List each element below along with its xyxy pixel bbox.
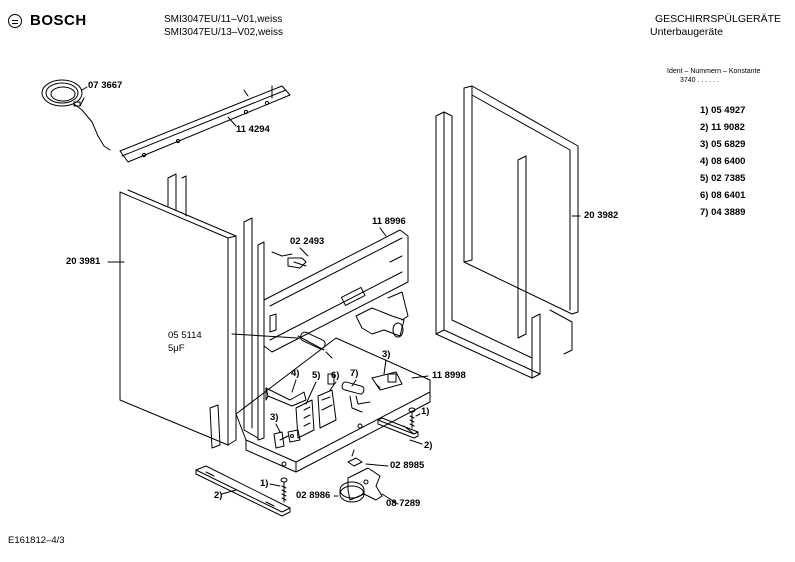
base-tray xyxy=(235,337,431,473)
leader-c1-right xyxy=(415,413,421,417)
leader-screw xyxy=(299,247,309,257)
callout-1-right: 1) xyxy=(421,406,430,417)
bosch-logo-icon xyxy=(8,14,22,28)
sensor-7 xyxy=(341,381,371,413)
leader-c7 xyxy=(351,379,357,387)
leader-c1-left xyxy=(269,483,281,487)
legend-item-7: 7) 04 3889 xyxy=(700,207,746,218)
right-side-panel xyxy=(463,85,579,355)
leader-foot-bracket xyxy=(381,493,399,505)
ident-caption: Ident – Nummern – Konstante xyxy=(667,68,761,75)
legend-item-2: 2) 11 9082 xyxy=(700,122,745,133)
callout-2-right: 2) xyxy=(424,440,433,451)
model-line-2: SMI3047EU/13–V02,weiss xyxy=(164,27,283,38)
label-rear-panel: 11 8996 xyxy=(372,216,406,227)
right-inner-frame xyxy=(435,111,541,379)
callout-3-left: 3) xyxy=(270,412,279,423)
left-side-panel xyxy=(119,173,237,449)
screw-assembly xyxy=(271,251,307,269)
callout-7: 7) xyxy=(350,368,359,379)
ident-constant: 3740 . . . . . . xyxy=(680,77,719,84)
leader-rear-panel xyxy=(379,227,387,237)
legend-item-6: 6) 08 6401 xyxy=(700,190,746,201)
label-capacitor-value: 5μF xyxy=(168,343,185,354)
screw-1-left xyxy=(280,477,288,503)
terminal-block xyxy=(295,373,337,439)
top-strip xyxy=(119,85,291,163)
label-capacitor: 05 5114 xyxy=(168,330,202,341)
leader-c3-right xyxy=(383,359,387,375)
foot-part xyxy=(347,449,363,467)
label-left-panel: 20 3981 xyxy=(66,256,101,267)
leader-c5 xyxy=(305,381,317,405)
brand-name: BOSCH xyxy=(30,12,87,29)
legend-item-5: 5) 02 7385 xyxy=(700,173,746,184)
legend-item-4: 4) 08 6400 xyxy=(700,156,746,167)
callout-4: 4) xyxy=(291,368,300,379)
label-right-panel: 20 3982 xyxy=(584,210,619,221)
label-foot-disc: 02 8986 xyxy=(296,490,331,501)
category-title: GESCHIRRSPÜLGERÄTE xyxy=(654,13,781,25)
legend-item-1: 1) 05 4927 xyxy=(700,105,746,116)
callout-2-left: 2) xyxy=(214,490,223,501)
screw-1-right xyxy=(408,407,416,429)
foot-rail-left xyxy=(195,465,291,517)
brand-block: BOSCH xyxy=(8,12,118,32)
callout-5: 5) xyxy=(312,370,321,381)
leader-cable xyxy=(81,86,88,91)
foot-bracket xyxy=(347,467,383,501)
label-cable: 07 3667 xyxy=(88,80,123,91)
leader-capacitor xyxy=(231,333,299,339)
callout-1-left: 1) xyxy=(260,478,269,489)
label-foot-bracket: 08 7289 xyxy=(386,498,421,509)
drain-funnel xyxy=(355,291,409,338)
model-line-1: SMI3047EU/11–V01,weiss xyxy=(164,14,283,25)
capacitor xyxy=(297,331,333,359)
power-cable xyxy=(41,79,111,151)
callout-6: 6) xyxy=(331,370,340,381)
label-top-strip: 11 4294 xyxy=(236,124,270,135)
legend-item-3: 3) 05 6829 xyxy=(700,139,746,150)
leader-foot-part xyxy=(365,463,389,467)
foot-rail-right xyxy=(377,417,419,439)
leader-c4 xyxy=(291,379,297,393)
leader-c2-left xyxy=(221,489,237,495)
subcategory-title: Unterbaugeräte xyxy=(650,26,723,38)
rear-panel xyxy=(263,229,409,353)
relay-3-left xyxy=(273,429,301,449)
leader-base xyxy=(411,375,429,379)
leader-top-strip xyxy=(227,116,237,127)
label-screw: 02 2493 xyxy=(290,236,325,247)
leader-c6 xyxy=(329,381,337,391)
drawing-id: E161812–4/3 xyxy=(8,535,65,546)
relay-3-right xyxy=(371,371,403,391)
leader-c3-left xyxy=(275,423,281,433)
clip-4 xyxy=(265,387,307,407)
inner-frame-left xyxy=(243,217,265,441)
label-base: 11 8998 xyxy=(432,370,466,381)
callout-3-right: 3) xyxy=(382,349,391,360)
leader-c2-right xyxy=(409,439,423,445)
label-foot-part: 02 8985 xyxy=(390,460,425,471)
